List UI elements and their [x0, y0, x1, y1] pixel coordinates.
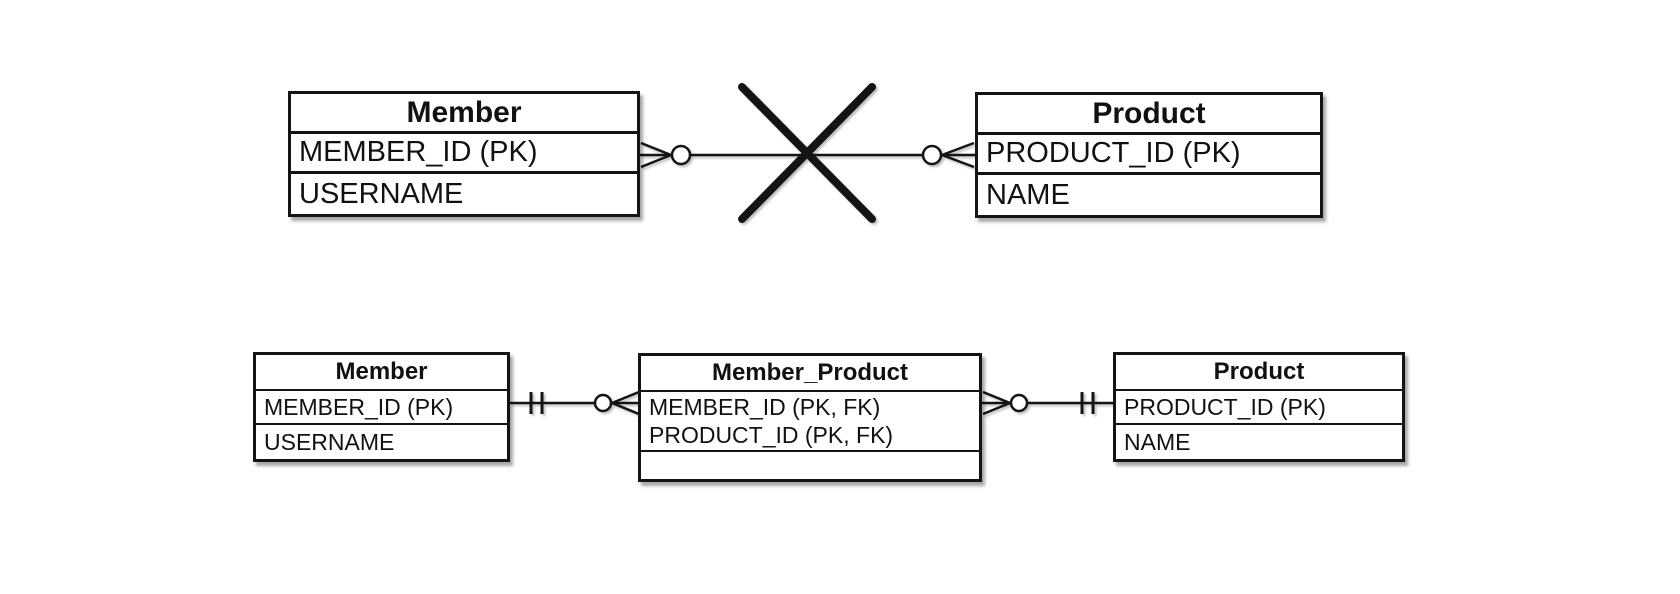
crows-foot-many-icon	[611, 390, 640, 416]
table-attribute: MEMBER_ID (PK)	[256, 391, 507, 425]
table-attribute: NAME	[986, 178, 1070, 211]
table-title: Product	[978, 95, 1320, 135]
table-attribute: PRODUCT_ID (PK, FK)	[649, 422, 894, 448]
bottom-right-relationship-connector	[982, 390, 1113, 416]
table-title: Member	[291, 94, 637, 134]
table-attribute: USERNAME	[264, 428, 395, 455]
zero-cardinality-circle-icon	[1009, 393, 1029, 413]
table-attribute: MEMBER_ID (PK)	[291, 134, 637, 174]
zero-cardinality-circle-icon	[921, 144, 943, 166]
entity-table-product-bottom: Product PRODUCT_ID (PK) NAME	[1113, 352, 1405, 462]
one-and-only-one-ticks-icon	[1080, 392, 1095, 414]
entity-table-member-bottom: Member MEMBER_ID (PK) USERNAME	[253, 352, 510, 462]
table-attribute: PRODUCT_ID (PK)	[978, 135, 1320, 175]
bottom-left-relationship-connector	[510, 390, 640, 416]
crows-foot-many-icon	[941, 141, 975, 169]
table-title: Product	[1116, 355, 1402, 391]
table-attribute: NAME	[1124, 428, 1191, 455]
table-attribute: PRODUCT_ID (PK)	[1116, 391, 1402, 425]
crows-foot-many-icon	[640, 141, 672, 169]
table-attribute-group: MEMBER_ID (PK, FK) PRODUCT_ID (PK, FK)	[641, 392, 979, 452]
zero-cardinality-circle-icon	[670, 144, 692, 166]
empty-section	[641, 452, 979, 479]
table-title: Member	[256, 355, 507, 391]
entity-table-product-top: Product PRODUCT_ID (PK) NAME	[975, 92, 1323, 218]
cross-out-x-icon	[738, 83, 876, 223]
zero-cardinality-circle-icon	[593, 393, 613, 413]
crows-foot-many-icon	[982, 390, 1011, 416]
table-title: Member_Product	[641, 356, 979, 392]
table-attribute: MEMBER_ID (PK, FK)	[649, 394, 881, 420]
one-and-only-one-ticks-icon	[529, 392, 544, 414]
table-attribute: USERNAME	[299, 177, 464, 210]
junction-table-member-product: Member_Product MEMBER_ID (PK, FK) PRODUC…	[638, 353, 982, 482]
entity-table-member-top: Member MEMBER_ID (PK) USERNAME	[288, 91, 640, 217]
